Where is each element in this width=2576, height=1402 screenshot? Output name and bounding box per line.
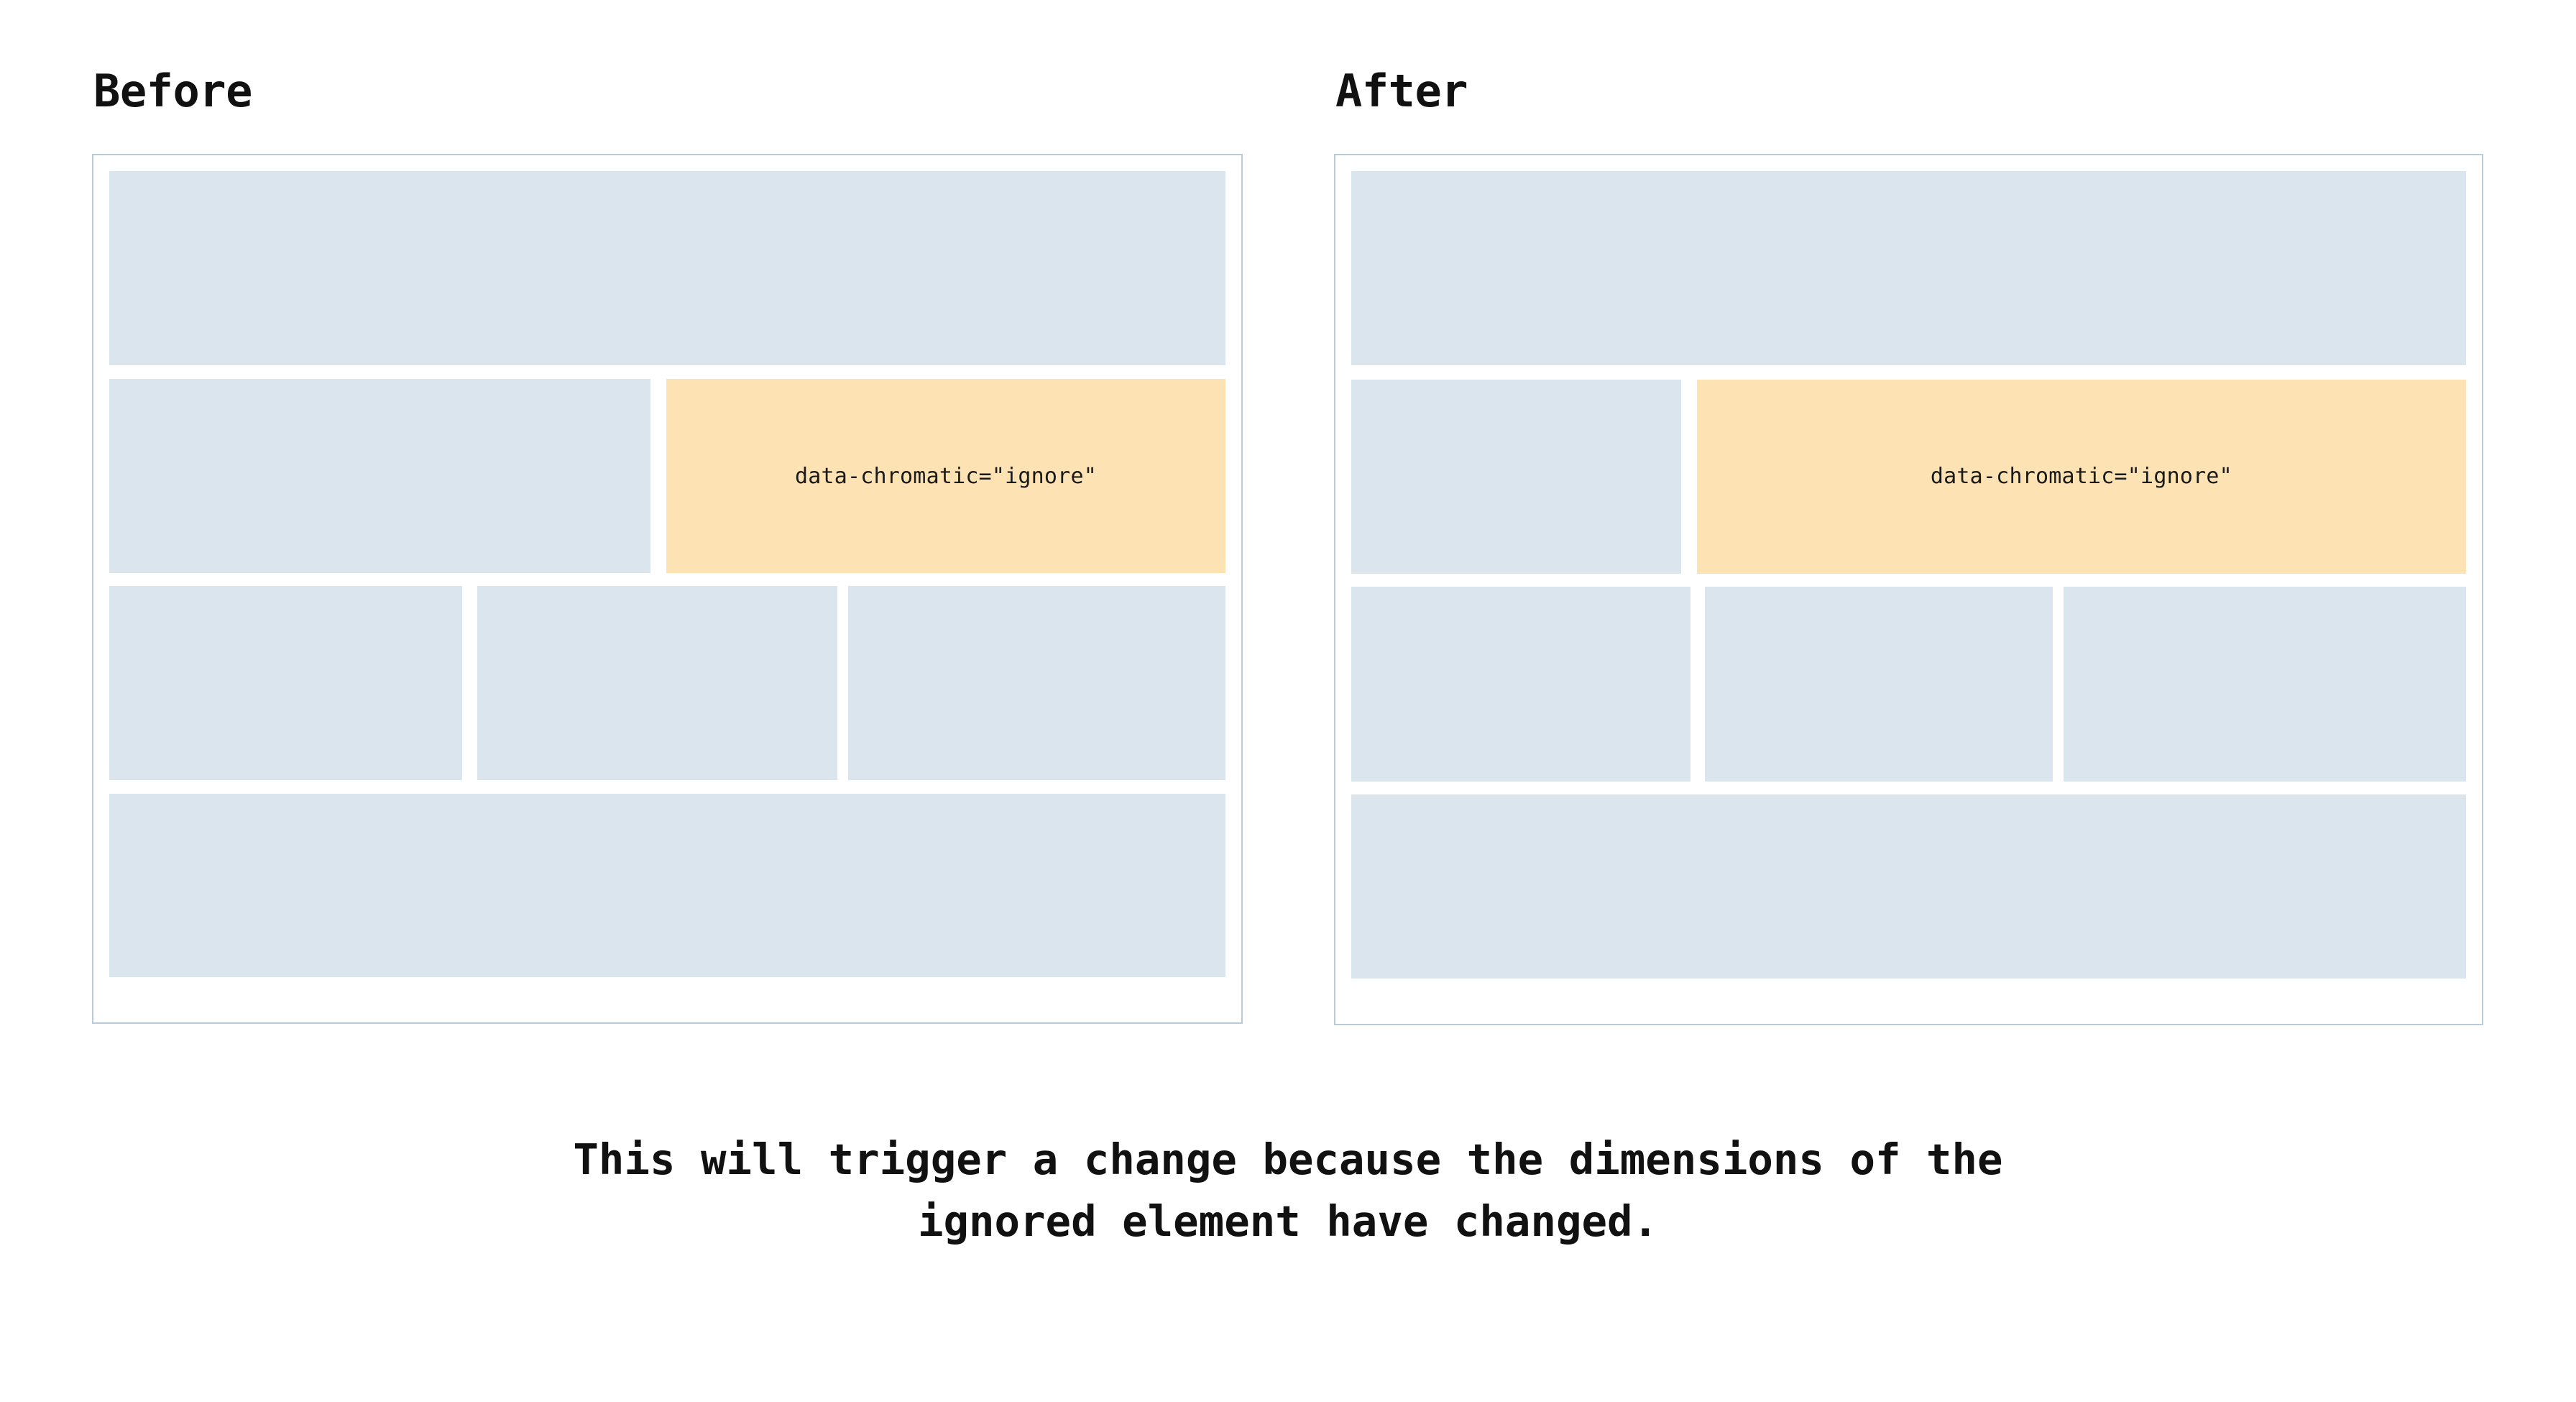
row-gap xyxy=(109,780,1225,794)
block-footer xyxy=(1351,794,2466,979)
skeleton-layout-before: data-chromatic="ignore" xyxy=(109,171,1225,1007)
block-footer xyxy=(109,793,1225,978)
panel-frame-after: data-chromatic="ignore" xyxy=(1334,154,2483,1025)
block-ignored: data-chromatic="ignore" xyxy=(1696,379,2466,574)
row-footer xyxy=(1351,794,2466,979)
row-gap xyxy=(109,573,1225,587)
block-sidebar xyxy=(1351,379,1682,574)
block-card-2 xyxy=(477,586,837,781)
panel-title-before: Before xyxy=(93,65,252,117)
block-gap xyxy=(1681,380,1697,574)
block-gap xyxy=(650,379,666,573)
block-ignored: data-chromatic="ignore" xyxy=(666,379,1225,573)
caption-line-1: This will trigger a change because the d… xyxy=(573,1135,2003,1184)
panel-pair: Before data-chromatic="ignore" After dat… xyxy=(92,69,2483,1025)
panel-after: After data-chromatic="ignore" xyxy=(1334,69,2483,1025)
block-card-1 xyxy=(1351,587,1690,782)
row-hero xyxy=(109,171,1225,365)
row-cards xyxy=(1351,587,2466,782)
block-gap xyxy=(462,586,478,780)
block-gap xyxy=(1690,587,1705,781)
row-hero xyxy=(1351,171,2466,366)
row-footer xyxy=(109,793,1225,978)
block-card-3 xyxy=(2064,587,2466,782)
panel-before: Before data-chromatic="ignore" xyxy=(92,69,1243,1024)
row-cards xyxy=(109,586,1225,781)
row-gap xyxy=(109,365,1225,380)
block-gap xyxy=(2053,587,2064,781)
skeleton-layout-after: data-chromatic="ignore" xyxy=(1351,171,2466,1008)
block-hero xyxy=(109,171,1225,365)
block-card-3 xyxy=(848,586,1225,781)
row-gap xyxy=(1351,574,2466,587)
ignored-attribute-label: data-chromatic="ignore" xyxy=(1930,464,2232,490)
block-card-2 xyxy=(1704,587,2053,782)
diff-caption: This will trigger a change because the d… xyxy=(0,1129,2576,1252)
caption-line-2: ignored element have changed. xyxy=(917,1196,1659,1246)
block-card-1 xyxy=(109,586,462,781)
row-gap xyxy=(1351,782,2466,795)
block-hero xyxy=(1351,171,2466,366)
panel-title-after: After xyxy=(1335,65,1468,117)
panel-frame-before: data-chromatic="ignore" xyxy=(92,154,1243,1024)
row-gap xyxy=(1351,365,2466,380)
row-ignored: data-chromatic="ignore" xyxy=(1351,379,2466,574)
block-gap xyxy=(837,586,849,780)
ignored-attribute-label: data-chromatic="ignore" xyxy=(794,463,1097,489)
row-ignored: data-chromatic="ignore" xyxy=(109,379,1225,573)
block-sidebar xyxy=(109,379,651,573)
